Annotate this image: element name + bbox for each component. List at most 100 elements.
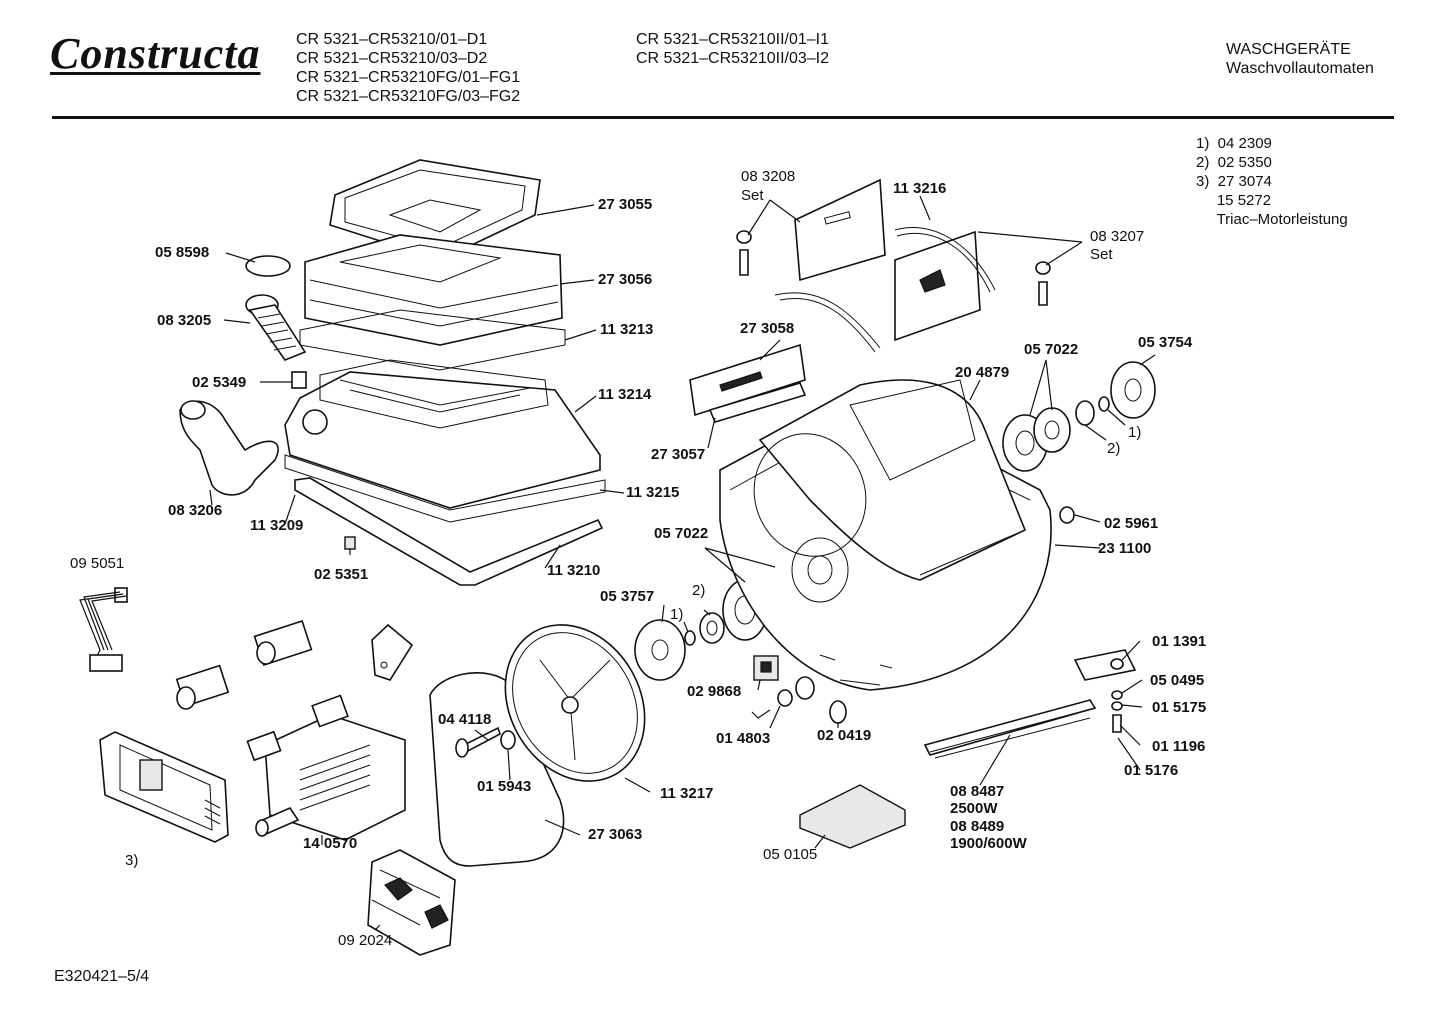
part-label: 08 8489 (950, 818, 1005, 835)
part-label: 01 1391 (1152, 633, 1207, 650)
part-label: 02 9868 (687, 683, 742, 700)
drum-paddle-part (794, 178, 981, 342)
model-line: CR 5321–CR53210/03–D2 (296, 50, 488, 67)
drum-rib-part (894, 227, 996, 293)
leader-lines (209, 195, 1156, 931)
door-lock-part (367, 849, 456, 956)
part-label: 11 3214 (598, 386, 652, 403)
part-label: 04 4118 (438, 711, 492, 728)
category-line: WASCHGERÄTE (1226, 41, 1351, 58)
sleeve-part (291, 371, 307, 389)
part-label: 08 3206 (168, 502, 223, 519)
washer-small-part (1111, 701, 1123, 711)
part-label: 02 5349 (192, 374, 247, 391)
heater-element-part (923, 649, 1137, 759)
model-list-2: CR 5321–CR53210II/01–I1 CR 5321–CR53210I… (636, 30, 829, 68)
part-label: 27 3057 (651, 446, 706, 463)
model-line: CR 5321–CR53210/01–D1 (296, 31, 488, 48)
part-label: 05 0105 (763, 846, 818, 863)
part-label: 08 3205 (157, 312, 212, 329)
seal-ring-part (684, 630, 696, 646)
part-label: Set (1090, 246, 1113, 263)
model-line: CR 5321–CR53210FG/01–FG1 (296, 69, 521, 86)
temp-sensor-part (751, 689, 793, 719)
part-label: 1900/600W (950, 835, 1027, 852)
sensor-block-part (799, 784, 906, 849)
frame-rail-part (294, 477, 604, 586)
part-label: 27 3063 (588, 826, 643, 843)
part-label: 11 3216 (893, 180, 947, 197)
part-label: 05 3754 (1138, 334, 1193, 351)
part-label: Set (741, 187, 764, 204)
tub-rear-cover-part (429, 672, 565, 867)
brand-logo: Constructa (50, 29, 261, 78)
category: WASCHGERÄTE Waschvollautomaten (1226, 40, 1374, 78)
dispenser-housing-part (304, 234, 563, 346)
category-line: Waschvollautomaten (1226, 60, 1374, 77)
tub-flange-rear-part (1002, 407, 1071, 472)
part-label: 05 7022 (654, 525, 709, 542)
screw-part (1059, 506, 1075, 524)
bearing-rear-part (1075, 400, 1095, 426)
model-list-1: CR 5321–CR53210/01–D1 CR 5321–CR53210/03… (296, 30, 520, 106)
part-label: 02 5961 (1104, 515, 1159, 532)
drain-hose-part (179, 400, 279, 496)
grommet-part (795, 676, 815, 700)
footnote-ref: 1) (1128, 424, 1142, 441)
footnote-ref: 2) (1107, 440, 1121, 457)
paddle-screw-part (736, 230, 1051, 306)
part-label: 14 0570 (303, 835, 358, 852)
clip-part (344, 536, 356, 550)
bearing-flange-part (634, 619, 686, 681)
seal-lower-part (284, 454, 606, 523)
panel-strip-part (689, 343, 807, 423)
bellows-hose-part (245, 294, 307, 361)
part-label: 05 8598 (155, 244, 210, 261)
part-label: 11 3210 (547, 562, 601, 579)
footnotes: 1) 04 2309 2) 02 5350 3) 27 3074 15 5272… (1196, 134, 1348, 229)
part-label: 02 0419 (817, 727, 872, 744)
footnote: 15 5272 (1196, 192, 1272, 209)
part-label: 11 3213 (600, 321, 654, 338)
header-rule (52, 116, 1394, 119)
footnote: 3) 27 3074 (1196, 173, 1272, 190)
footnote: Triac–Motorleistung (1196, 211, 1348, 228)
ntc-sensor-part (753, 655, 779, 681)
footnote-ref: 2) (692, 582, 706, 599)
part-label: 08 3208 (741, 168, 796, 185)
part-label: 02 5351 (314, 566, 369, 583)
part-label: 01 5943 (477, 778, 532, 795)
hose-clamp-part (245, 255, 291, 277)
motor-part (246, 694, 406, 841)
drum-rib-part (774, 292, 881, 353)
washer-part (500, 730, 516, 750)
bushing-part (829, 700, 847, 724)
part-label: 08 3207 (1090, 228, 1145, 245)
part-label: 01 4803 (716, 730, 771, 747)
part-label: 01 1196 (1152, 738, 1206, 755)
document-code: E320421–5/4 (54, 968, 150, 985)
part-label: 11 3215 (626, 484, 680, 501)
bearing-part (699, 612, 725, 644)
seal-ring-rear-part (1098, 396, 1110, 412)
suppressor-part (253, 620, 313, 666)
bearing-flange-rear-part (1110, 361, 1156, 419)
footnote: 1) 04 2309 (1196, 135, 1272, 152)
pulley-bolt-part (455, 726, 501, 758)
part-label: 27 3055 (598, 196, 653, 213)
part-label: 09 5051 (70, 555, 125, 572)
thermostat-part (175, 664, 230, 710)
part-label: 09 2024 (338, 932, 393, 949)
footnote-ref: 3) (125, 852, 139, 869)
part-label: 27 3056 (598, 271, 653, 288)
part-label: 11 3209 (250, 517, 304, 534)
part-label: 2500W (950, 800, 998, 817)
washer-small-part (1111, 690, 1123, 700)
footnote-ref: 1) (670, 606, 684, 623)
nut-part (1110, 658, 1124, 670)
model-line: CR 5321–CR53210II/03–I2 (636, 50, 830, 67)
model-line: CR 5321–CR53210FG/03–FG2 (296, 88, 521, 105)
model-line: CR 5321–CR53210II/01–I1 (636, 31, 830, 48)
footnote: 2) 02 5350 (1196, 154, 1272, 171)
